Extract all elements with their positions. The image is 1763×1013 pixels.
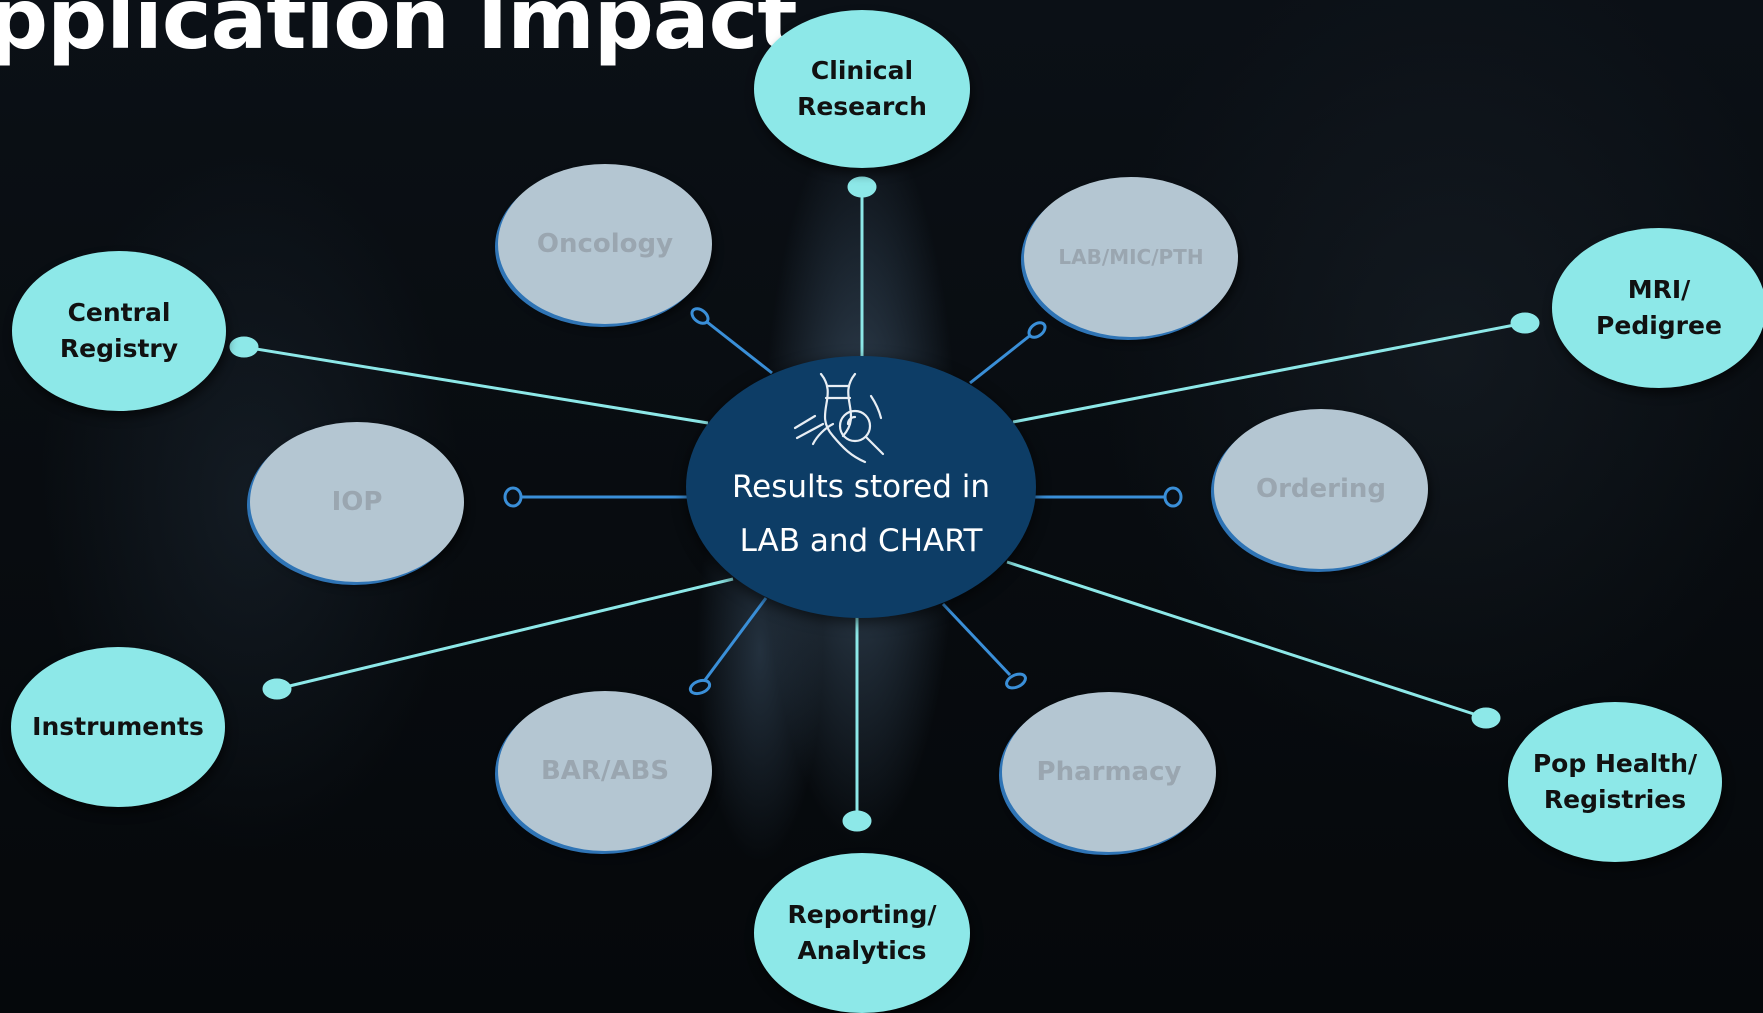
dot-ordering (1163, 486, 1183, 508)
node-bar-abs: BAR/ABS (498, 691, 712, 851)
node-pharmacy: Pharmacy (1002, 692, 1216, 852)
node-clinical-research: Clinical Research (754, 10, 970, 168)
dot-reporting (842, 810, 872, 832)
dot-iop (503, 486, 523, 508)
node-instruments-label: Instruments (32, 712, 204, 741)
node-lab-mic-pth-label: LAB/MIC/PTH (1058, 245, 1204, 269)
node-ordering: Ordering (1214, 409, 1428, 569)
dot-instruments (262, 678, 292, 700)
link-bar-abs (703, 597, 768, 681)
dna-magnifier-icon (793, 372, 885, 464)
dot-pharmacy (1005, 672, 1027, 690)
node-reporting-analytics: Reporting/ Analytics (754, 853, 970, 1013)
node-instruments: Instruments (11, 647, 225, 807)
dot-mri-pedigree (1510, 312, 1540, 334)
node-bar-abs-label: BAR/ABS (540, 756, 670, 786)
link-pharmacy (941, 602, 1012, 677)
hub-label: Results stored in LAB and CHART (732, 469, 990, 559)
dot-oncology (690, 307, 710, 325)
dot-central-registry (229, 336, 259, 358)
node-pop-health: Pop Health/ Registries (1508, 702, 1722, 862)
link-pop-health (1006, 560, 1487, 720)
dot-pop-health (1471, 707, 1501, 729)
node-iop-label: IOP (331, 487, 383, 517)
link-lab-mic-pth (969, 332, 1033, 385)
dot-bar-abs (688, 678, 712, 696)
node-lab-mic-pth: LAB/MIC/PTH (1024, 177, 1238, 337)
slide-title: pplication Impact (0, 0, 798, 68)
node-mri-pedigree: MRI/ Pedigree (1552, 228, 1763, 388)
link-oncology (706, 320, 773, 375)
node-iop: IOP (250, 422, 464, 582)
node-pharmacy-label: Pharmacy (1036, 757, 1182, 787)
node-oncology-label: Oncology (536, 229, 674, 259)
link-mri-pedigree (1012, 321, 1526, 424)
node-oncology: Oncology (498, 164, 712, 324)
link-central-registry (243, 345, 709, 425)
dot-lab-mic-pth (1027, 321, 1047, 339)
node-ordering-label: Ordering (1255, 474, 1387, 504)
node-pop-health-label: Pop Health/ Registries (1532, 749, 1698, 814)
node-clinical-research-label: Clinical Research (797, 56, 927, 121)
link-instruments (276, 577, 734, 691)
node-reporting-analytics-label: Reporting/ Analytics (787, 900, 937, 965)
node-mri-pedigree-label: MRI/ Pedigree (1596, 275, 1722, 340)
node-central-registry: Central Registry (12, 251, 226, 411)
dot-clinical-research (847, 176, 877, 198)
hub-node (686, 356, 1036, 618)
node-central-registry-label: Central Registry (59, 298, 179, 363)
